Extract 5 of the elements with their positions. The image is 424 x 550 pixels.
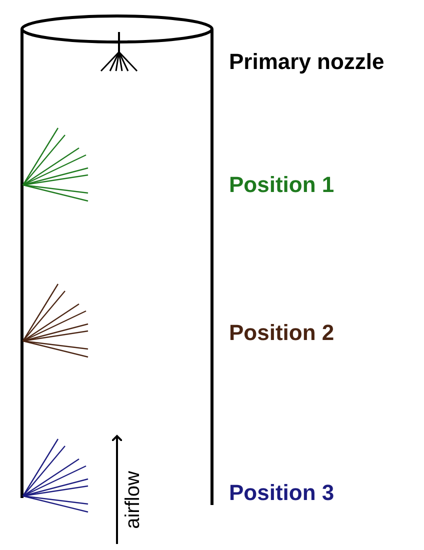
position-label: Position 1 <box>229 171 334 199</box>
position-label: Position 3 <box>229 479 334 507</box>
airflow-label: airflow <box>120 471 145 529</box>
position-label: Position 2 <box>229 319 334 347</box>
nozzle-label: Primary nozzle <box>229 48 384 76</box>
